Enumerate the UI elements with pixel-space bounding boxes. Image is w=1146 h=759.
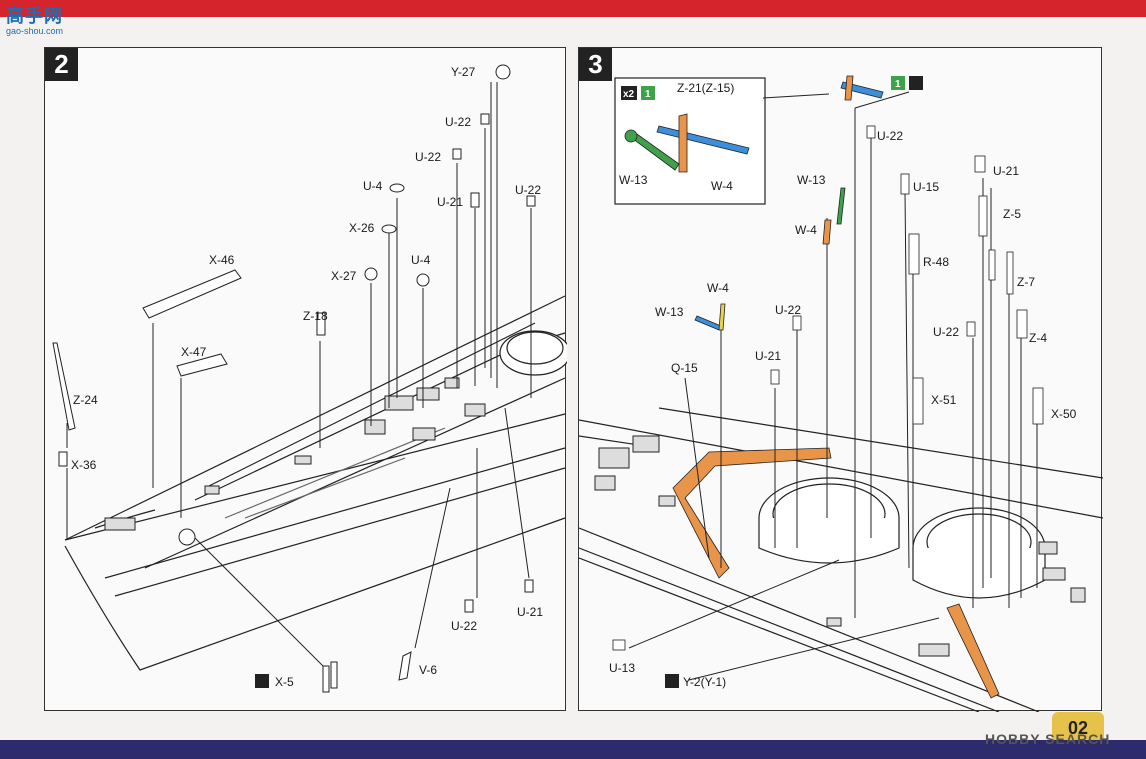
label-z24: Z-24 <box>73 393 98 407</box>
label-u4-b: U-4 <box>411 253 431 267</box>
step-3-diagram: x2 1 Z-21(Z-15) W-13 W-4 1 <box>579 75 1103 712</box>
label-u22-c: U-22 <box>933 325 959 339</box>
mast-assembly: 1 <box>840 75 923 101</box>
site-watermark-url: gao-shou.com <box>6 26 64 36</box>
attach-arrow-icon <box>255 674 269 688</box>
deck-fittings <box>594 435 1086 657</box>
label-u22-a: U-22 <box>877 129 903 143</box>
label-u21-b: U-21 <box>755 349 781 363</box>
loose-parts <box>52 64 536 693</box>
highlighted-parts <box>672 447 1000 699</box>
hobby-search-watermark: HOBBY SEARCH <box>985 731 1111 747</box>
top-color-bar <box>0 0 1146 17</box>
label-u21-a: U-21 <box>437 195 463 209</box>
label-w4: W-4 <box>795 223 817 237</box>
label-u22-c: U-22 <box>515 183 541 197</box>
label-x27: X-27 <box>331 269 357 283</box>
label-x26: X-26 <box>349 221 375 235</box>
ship-hull-bow <box>64 295 566 671</box>
label-x50: X-50 <box>1051 407 1077 421</box>
label-u22-b: U-22 <box>415 150 441 164</box>
label-u21-a: U-21 <box>993 164 1019 178</box>
label-u21-b: U-21 <box>517 605 543 619</box>
label-z18: Z-18 <box>303 309 328 323</box>
step-2-diagram: Y-27 U-22 U-22 U-4 U-21 U-22 X-26 X-46 X… <box>52 64 567 693</box>
label-x47: X-47 <box>181 345 207 359</box>
inset-qty: 1 <box>645 89 651 100</box>
deck-fittings <box>104 377 486 546</box>
label-x51: X-51 <box>931 393 957 407</box>
qty-badge: 1 <box>895 79 901 90</box>
label-x5: X-5 <box>275 675 294 689</box>
label-z7: Z-7 <box>1017 275 1035 289</box>
label-x46: X-46 <box>209 253 235 267</box>
label-r48: R-48 <box>923 255 949 269</box>
label-u22-d: U-22 <box>451 619 477 633</box>
loose-parts <box>612 125 1044 651</box>
label-u13: U-13 <box>609 661 635 675</box>
turret-barbette <box>499 330 567 376</box>
label-u15: U-15 <box>913 180 939 194</box>
label-z4: Z-4 <box>1029 331 1047 345</box>
label-q15: Q-15 <box>671 361 698 375</box>
label-w4-b: W-4 <box>707 281 729 295</box>
label-u22-b: U-22 <box>775 303 801 317</box>
label-x36: X-36 <box>71 458 97 472</box>
sub-assembly-inset: x2 1 Z-21(Z-15) W-13 W-4 <box>614 77 830 205</box>
inset-label-z21: Z-21(Z-15) <box>677 81 734 95</box>
site-watermark: 高手网 <box>6 6 63 26</box>
label-y27: Y-27 <box>451 65 476 79</box>
label-v6: V-6 <box>419 663 437 677</box>
label-z5: Z-5 <box>1003 207 1021 221</box>
inset-count: x2 <box>623 89 635 100</box>
assembly-leader-lines <box>66 82 532 669</box>
ship-deck <box>579 407 1103 712</box>
label-y2: Y-2(Y-1) <box>683 675 726 689</box>
step-2-panel: 2 <box>44 47 567 711</box>
label-u4-a: U-4 <box>363 179 383 193</box>
label-w13: W-13 <box>797 173 826 187</box>
page-number: 02 <box>1052 712 1104 742</box>
attach-arrow-icon <box>665 674 679 688</box>
turret-barbettes <box>758 477 1046 599</box>
inset-label-w4: W-4 <box>711 179 733 193</box>
label-w13-b: W-13 <box>655 305 684 319</box>
assembly-leader-lines <box>628 91 1038 681</box>
step-number: 2 <box>45 48 78 81</box>
bottom-color-bar <box>0 740 1146 759</box>
step-number: 3 <box>579 48 612 81</box>
step-3-panel: 3 x2 1 Z-21(Z-15) W-13 W-4 1 <box>578 47 1103 712</box>
w4-orange-part <box>678 113 688 173</box>
label-u22-a: U-22 <box>445 115 471 129</box>
inset-label-w13: W-13 <box>619 173 648 187</box>
